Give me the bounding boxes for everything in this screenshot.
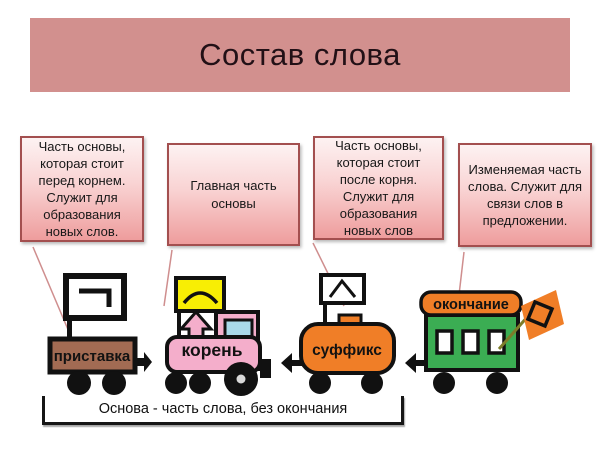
root-wheel xyxy=(165,372,187,394)
prefix-wheel xyxy=(102,371,126,395)
ending-coupler-arrow-icon xyxy=(405,353,427,373)
ending-wheel xyxy=(486,372,508,394)
ending-symbol-icon xyxy=(525,299,555,329)
suffix-label: суффикс xyxy=(312,342,382,359)
ending-wagon: окончание xyxy=(405,290,564,394)
suffix-wheel xyxy=(361,372,383,394)
prefix-wheel xyxy=(67,371,91,395)
root-big-wheel-hub xyxy=(236,374,246,384)
callout-ending-description: Изменяемая часть слова. Служит для связи… xyxy=(458,143,592,247)
ending-window xyxy=(435,329,454,355)
callout-tail-ending xyxy=(458,251,465,296)
callout-tail-prefix xyxy=(32,246,73,340)
prefix-coupler-arrow-icon xyxy=(136,352,152,372)
root-flag xyxy=(174,276,226,313)
suffix-flag xyxy=(319,273,366,305)
suffix-wheel xyxy=(309,372,331,394)
suffix-symbol-icon xyxy=(328,278,357,298)
title-banner: Состав слова xyxy=(30,18,570,92)
root-locomotive: корень xyxy=(165,276,271,396)
callout-tail-root xyxy=(163,249,173,307)
prefix-wagon-body xyxy=(47,336,138,375)
root-coupler-tab xyxy=(260,359,271,378)
ending-wheel xyxy=(433,372,455,394)
root-symbol-icon xyxy=(182,291,219,305)
suffix-coupler-arrow-icon xyxy=(281,353,303,373)
prefix-symbol-icon xyxy=(79,288,112,307)
callout-ending-text: Изменяемая часть слова. Служит для связи… xyxy=(467,161,583,229)
callout-suffix-description: Часть основы, которая стоит после корня.… xyxy=(313,136,444,240)
suffix-wagon: суффикс xyxy=(281,273,396,394)
callout-suffix-text: Часть основы, которая стоит после корня.… xyxy=(335,137,422,239)
prefix-wagon: приставка xyxy=(47,273,152,395)
stem-bracket-label: Основа - часть слова, без окончания xyxy=(98,401,348,417)
ending-label: окончание xyxy=(433,297,509,313)
ending-flag-pole xyxy=(497,314,531,350)
ending-flag xyxy=(521,290,564,340)
prefix-flag xyxy=(63,273,127,321)
stem-bracket: Основа - часть слова, без окончания xyxy=(42,396,404,425)
root-wheel xyxy=(189,372,211,394)
callout-prefix-text: Часть основы, которая стоит перед корнем… xyxy=(38,138,126,240)
ending-banner xyxy=(419,290,523,317)
ending-window xyxy=(461,329,480,355)
root-label: корень xyxy=(182,340,243,360)
suffix-tank-body xyxy=(299,322,396,375)
callout-root-description: Главная часть основы xyxy=(167,143,300,246)
page-title: Состав слова xyxy=(199,37,401,72)
ending-window xyxy=(487,329,506,355)
prefix-wagon-label: приставка xyxy=(54,348,131,365)
callout-prefix-description: Часть основы, которая стоит перед корнем… xyxy=(20,136,144,242)
root-cab-window xyxy=(223,318,254,339)
callout-root-text: Главная часть основы xyxy=(190,178,277,211)
